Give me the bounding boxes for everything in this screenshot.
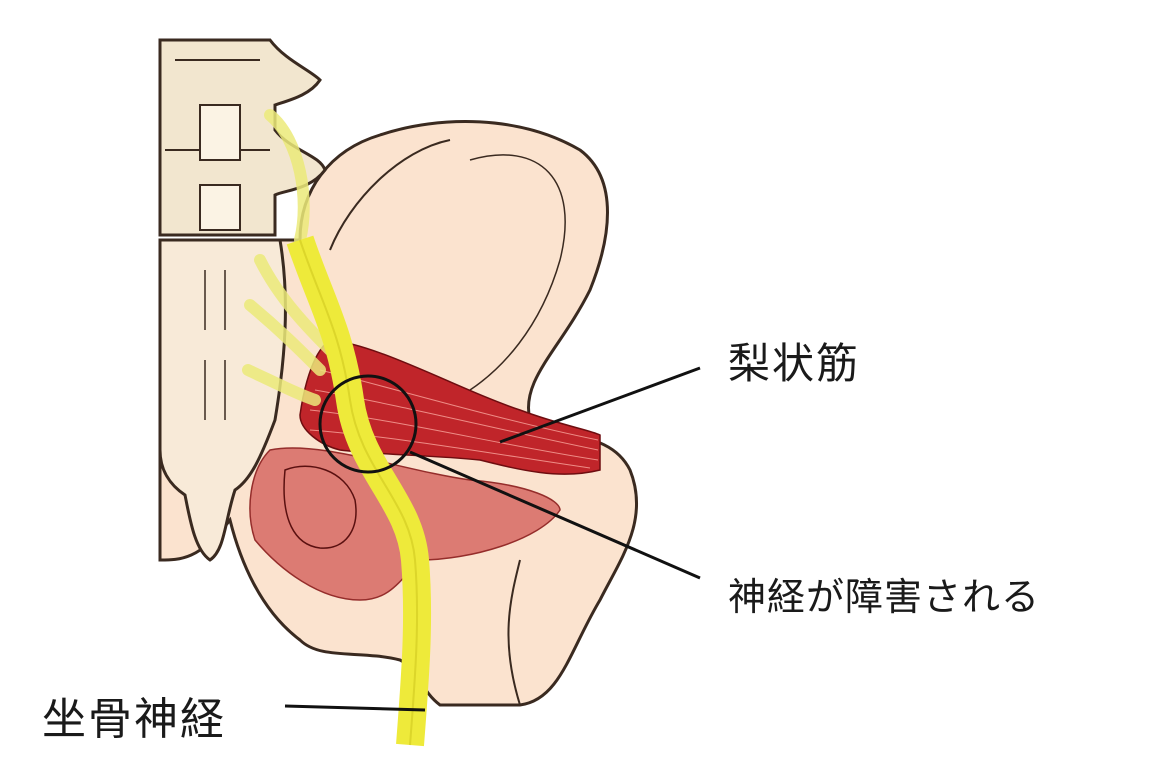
piriformis-label: 梨状筋: [728, 339, 861, 388]
obturator-outline: [283, 465, 357, 549]
femur-shaft: [507, 559, 521, 706]
lumbar-spine: [158, 38, 327, 237]
ilium-inner-line: [329, 139, 451, 251]
nerve-roots: [242, 109, 336, 406]
damage-leader-line: [409, 450, 701, 580]
ilium-ridge: [469, 154, 566, 391]
sciatic-nerve-label: 坐骨神経: [42, 694, 226, 745]
nerve-damaged-label: 神経が障害される: [728, 575, 1041, 619]
sciatic-leader-line: [284, 704, 426, 712]
piriformis-leader-line: [499, 366, 701, 444]
sacral-lines: [204, 270, 226, 420]
compression-site-circle: [318, 374, 418, 474]
sacrum: [158, 238, 287, 562]
